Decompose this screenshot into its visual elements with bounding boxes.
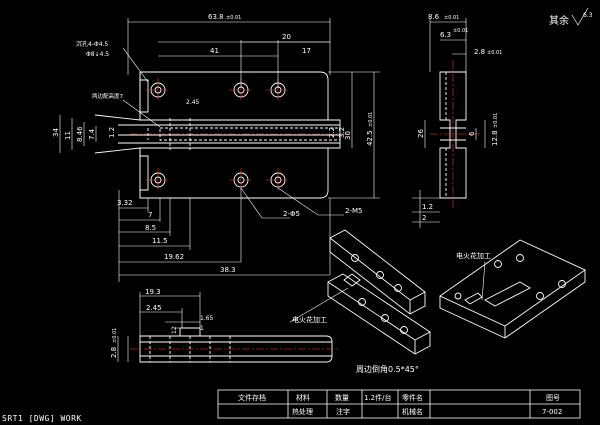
hole-note-line2: Φ8↓4.5	[86, 51, 109, 58]
front-step	[139, 72, 149, 198]
status-bar: SRT1 [DWG] WORK	[2, 414, 82, 423]
iso-view-2	[439, 239, 586, 339]
bottom-view	[139, 327, 333, 363]
tb-machine-name: 机械名	[402, 407, 423, 416]
side-dim-12-8-tol: ±0.01	[493, 113, 499, 128]
tb-quantity-value: 1.2件/台	[364, 393, 392, 402]
side-dim-6-3: 6.3	[440, 31, 451, 39]
title-block	[217, 389, 581, 419]
dim-7-4: 7.4	[88, 128, 96, 140]
dim-17: 17	[302, 47, 311, 55]
tb-quantity: 数量	[335, 393, 349, 402]
front-view	[94, 71, 341, 199]
bottom-dim-2-8-tol: ±0.01	[112, 328, 118, 343]
hole-label-2-m5: 2-M5	[345, 207, 362, 215]
dim-41: 41	[210, 47, 219, 55]
bottom-dim-2-45: 2.45	[146, 304, 162, 312]
side-dim-6: 6	[468, 131, 476, 136]
bottom-dim-19-3: 19.3	[145, 288, 161, 296]
tb-file-storage: 文件存档	[238, 393, 266, 402]
front-centerlines	[130, 78, 350, 192]
side-dim-2-8-tol: ±0.01	[487, 50, 502, 56]
dim-8-5: 8.5	[145, 224, 156, 232]
tb-drawing-no-label: 图号	[546, 394, 560, 402]
side-view	[439, 71, 467, 199]
dim-42-5-tol: ±0.01	[368, 112, 374, 127]
front-lower-half	[139, 147, 329, 199]
front-tongue	[159, 127, 341, 141]
front-upper-half	[139, 71, 329, 121]
bottom-dim-2-8: 2.8	[110, 347, 118, 358]
side-dimensions	[412, 18, 486, 228]
dim-42-5: 42.5	[366, 130, 374, 146]
hole-label-2-phi5: 2-Φ5	[283, 210, 300, 218]
dim-3-32: 3.32	[117, 199, 133, 207]
dim-11: 11	[64, 131, 72, 140]
dim-7: 7	[148, 211, 152, 219]
bottom-dimensions	[117, 292, 201, 362]
corner-note-label: 其余	[549, 14, 569, 27]
dim-20: 20	[282, 33, 291, 41]
hole-note-line1: 沉孔4-Φ4.5	[76, 40, 108, 48]
bottom-dim-12: 12	[171, 326, 178, 334]
front-slot-inner	[118, 124, 340, 144]
side-dim-12-8: 12.8	[491, 130, 499, 146]
dim-3-2: 3.2	[338, 127, 346, 138]
side-dim-26: 26	[417, 129, 425, 138]
dim-11-5: 11.5	[152, 237, 168, 245]
front-dimensions	[59, 18, 380, 282]
dim-38-3: 38.3	[220, 266, 236, 274]
dim-19-62: 19.62	[164, 253, 184, 261]
side-dim-6-3-tol: ±0.01	[453, 28, 468, 34]
iso-leaders	[289, 261, 486, 323]
side-dim-8-6-tol: ±0.01	[444, 15, 459, 21]
corner-roughness: 6.3	[583, 12, 593, 19]
side-dim-1-2: 1.2	[422, 203, 433, 211]
tb-part-name: 零件名	[402, 393, 423, 402]
side-dim-2-8: 2.8	[474, 48, 485, 56]
chamfer-note: 周边倒角0.5*45°	[356, 364, 419, 374]
tb-note: 注字	[336, 407, 350, 416]
roughness-icon	[571, 7, 589, 26]
dim-1-2: 1.2	[108, 127, 116, 138]
bottom-dim-1-65: 1.65	[200, 315, 214, 322]
dim-8-46: 8.46	[76, 126, 84, 142]
dim-2-2: 2.2	[328, 127, 336, 138]
edm-note-2: 电火花加工	[292, 315, 327, 324]
side-dim-8-6: 8.6	[428, 13, 440, 21]
slot-note: 两边配高度7	[92, 92, 124, 100]
side-centerlines	[430, 60, 480, 210]
bottom-dim-1: 1	[200, 325, 204, 332]
side-dim-2: 2	[422, 214, 426, 222]
dim-30: 30	[344, 131, 352, 140]
tb-material: 材料	[296, 393, 310, 402]
tb-drawing-no: 7-002	[542, 408, 562, 416]
dim-overall-width-tol: ±0.01	[226, 15, 241, 21]
dim-34: 34	[52, 128, 60, 137]
edm-note-1: 电火花加工	[456, 251, 491, 260]
annotation-text: 其余 6.3 63.8 ±0.01 20 41 17 沉孔4-Φ4.5 Φ8↓4…	[52, 7, 593, 416]
tb-heat-treatment: 热处理	[292, 407, 313, 416]
dim-overall-width: 63.8	[208, 13, 224, 21]
dim-2-45: 2.45	[186, 99, 200, 106]
iso-view-1	[327, 229, 431, 355]
